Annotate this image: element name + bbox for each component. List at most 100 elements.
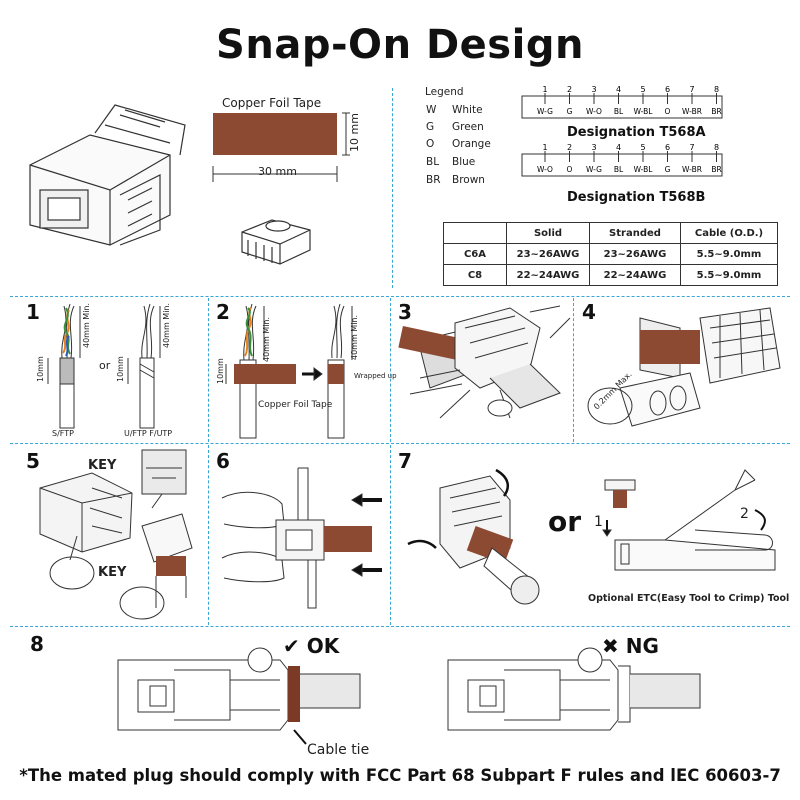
t568b-title: Designation T568B <box>567 190 706 205</box>
table-cell: C8 <box>443 264 507 286</box>
t568b-wire-code: W-O <box>537 165 553 174</box>
foil-width-label: 30 mm <box>258 165 297 178</box>
table-row: C8 22~24AWG 22~24AWG 5.5~9.0mm <box>443 264 778 286</box>
step6-press-illustration <box>221 467 382 609</box>
t568a-title: Designation T568A <box>567 125 706 140</box>
table-row: C6A 23~26AWG 23~26AWG 5.5~9.0mm <box>443 243 778 265</box>
foil-height-label: 10 mm <box>348 113 361 152</box>
divider <box>390 445 391 625</box>
step1-or-label: or <box>99 359 111 372</box>
step7-arrow-2-label: 2 <box>740 506 749 522</box>
t568b-wire-code: BR <box>711 165 721 174</box>
step-number: 4 <box>582 300 596 324</box>
cable-tie-label: Cable tie <box>307 742 370 758</box>
divider <box>208 445 209 625</box>
step8-ng-plug-illustration <box>447 647 701 731</box>
step1-10mm-label: 10mm <box>116 356 125 382</box>
keystone-jack-illustration <box>29 104 186 246</box>
copper-foil-swatch <box>213 113 337 155</box>
table-header: Solid <box>506 222 590 244</box>
t568a-wire-code: W-O <box>586 107 602 116</box>
t568b-pin-number: 2 <box>567 143 572 152</box>
step2-wrapped-label: Wrapped up <box>354 372 397 380</box>
page-title: Snap-On Design <box>216 22 584 68</box>
foil-width-dimension <box>212 166 338 182</box>
t568b-pin-frame <box>521 153 723 177</box>
ng-text: NG <box>625 634 659 658</box>
step-number: 6 <box>216 449 230 473</box>
t568b-wire-code: W-BR <box>682 165 702 174</box>
step4-trim-illustration <box>587 307 781 427</box>
step2-10mm-label: 10mm <box>216 358 225 384</box>
t568a-wire-code: BL <box>614 107 624 116</box>
step5-key-label: KEY <box>88 458 117 473</box>
ng-label: ✖ NG <box>602 634 659 658</box>
table-cell: 23~26AWG <box>506 243 590 265</box>
t568a-wire-code: BR <box>711 107 721 116</box>
step-number: 1 <box>26 300 40 324</box>
step1-cable-illustration <box>47 303 161 429</box>
t568a-wire-code: W-G <box>537 107 553 116</box>
t568a-pin-number: 7 <box>689 85 694 94</box>
table-header: Stranded <box>589 222 681 244</box>
step-number: 5 <box>26 449 40 473</box>
ok-text: OK <box>306 634 340 658</box>
t568a-wire-code: W-BL <box>634 107 654 116</box>
step-number: 8 <box>30 632 44 656</box>
connector-cap-illustration <box>241 219 311 265</box>
t568a-pin-frame <box>521 95 723 119</box>
divider <box>10 296 790 297</box>
step7-tool-label: Optional ETC(Easy Tool to Crimp) Tool <box>588 593 790 604</box>
table-cell: 23~26AWG <box>589 243 681 265</box>
table-cell: 5.5~9.0mm <box>680 243 778 265</box>
foil-height-dimension <box>342 112 350 156</box>
t568a-pin-number: 4 <box>616 85 621 94</box>
compliance-note: *The mated plug should comply with FCC P… <box>19 766 781 785</box>
step-number: 2 <box>216 300 230 324</box>
t568a-pin-number: 1 <box>542 85 547 94</box>
divider <box>390 298 391 442</box>
step1-40mm-label: 40mm Min. <box>162 302 171 348</box>
t568b-pin-number: 1 <box>542 143 547 152</box>
step1-10mm-label: 10mm <box>36 356 45 382</box>
step1-sftp-label: S/FTP <box>52 429 74 438</box>
step5-key-label: KEY <box>98 565 127 580</box>
table-cell: 5.5~9.0mm <box>680 264 778 286</box>
table-cell: C6A <box>443 243 507 265</box>
ok-label: ✔ OK <box>283 634 340 658</box>
step1-40mm-label: 40mm Min. <box>82 302 91 348</box>
t568b-pin-number: 3 <box>591 143 596 152</box>
step-number: 7 <box>398 449 412 473</box>
table-header: Cable (O.D.) <box>680 222 778 244</box>
step2-foil-label: Copper Foil Tape <box>258 400 333 410</box>
t568a-wire-code: O <box>665 107 671 116</box>
step2-40mm-label: 40mm Min. <box>350 314 359 360</box>
table-cell: 22~24AWG <box>506 264 590 286</box>
t568b-pin-number: 6 <box>665 143 670 152</box>
step7-arrow-1-label: 1 <box>594 514 603 530</box>
easy-crimp-tool-illustration <box>602 469 776 571</box>
step-number: 3 <box>398 300 412 324</box>
divider <box>573 298 574 442</box>
table-cell: 22~24AWG <box>589 264 681 286</box>
divider <box>208 298 209 442</box>
t568b-wire-code: BL <box>614 165 624 174</box>
divider <box>392 88 393 288</box>
t568b-wire-code: W-G <box>586 165 602 174</box>
t568b-wire-code: O <box>567 165 573 174</box>
t568a-wire-code: G <box>567 107 573 116</box>
step3-wire-insertion-illustration <box>398 305 571 419</box>
table-header <box>443 222 507 244</box>
legend-heading: Legend <box>425 86 464 98</box>
step5-cap-assembly-illustration <box>39 449 193 620</box>
t568b-pin-number: 7 <box>689 143 694 152</box>
t568a-wire-code: W-BR <box>682 107 702 116</box>
step1-uftp-label: U/FTP F/UTP <box>124 429 173 438</box>
